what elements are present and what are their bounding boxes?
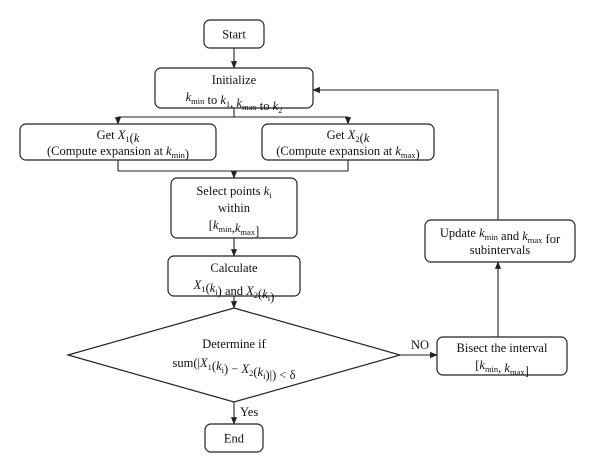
edge-update-loop-to-init [312,86,499,220]
update-title: Update kmin and kmax for [440,226,561,246]
init-title: Initialize [212,73,257,87]
select-interval: [kmin,kmax] [209,218,259,238]
bisect-title: Bisect the interval [457,341,548,355]
select-within: within [218,201,251,215]
get-x2-title: Get X2(k [327,128,370,145]
edge-merge-lines [117,160,349,172]
bisect-interval: [kmin, kmax] [475,358,529,378]
update-subintervals: subintervals [470,243,531,257]
select-node: Select points ki within [kmin,kmax] [170,177,298,239]
init-node: Initialize kmin to k1, kmax to k2 [154,67,314,115]
calculate-title: Calculate [210,261,258,275]
calculate-detail: X1(ki) and X2(ki) [193,278,275,304]
edge-label-yes: Yes [240,405,258,419]
get-x2-detail: (Compute expansion at kmax) [276,144,419,161]
calculate-node: Calculate X1(ki) and X2(ki) [167,255,301,304]
start-node: Start [203,19,265,49]
decision-title: Determine if [202,337,266,351]
select-title: Select points ki [196,184,272,200]
edge-label-no: NO [411,338,429,352]
start-label: Start [222,28,246,42]
update-node: Update kmin and kmax for subintervals [424,219,576,263]
get-x1-title: Get X1(k [97,128,140,145]
edge-init-split [118,108,348,118]
get-x1-detail: (Compute expansion at kmin) [47,144,189,161]
get-x1-node: Get X1(k (Compute expansion at kmin) [19,123,217,161]
end-node: End [204,423,264,453]
end-label: End [224,432,245,446]
decision-condition: sum(|X1(ki) − X2(ki)|) < δ [172,356,295,382]
decision-node: Determine if sum(|X1(ki) − X2(ki)|) < δ [65,307,403,403]
init-assignments: kmin to k1, kmax to k2 [186,90,283,115]
get-x2-node: Get X2(k (Compute expansion at kmax) [261,123,435,161]
edges [114,48,502,425]
bisect-node: Bisect the interval [kmin, kmax] [436,336,568,378]
